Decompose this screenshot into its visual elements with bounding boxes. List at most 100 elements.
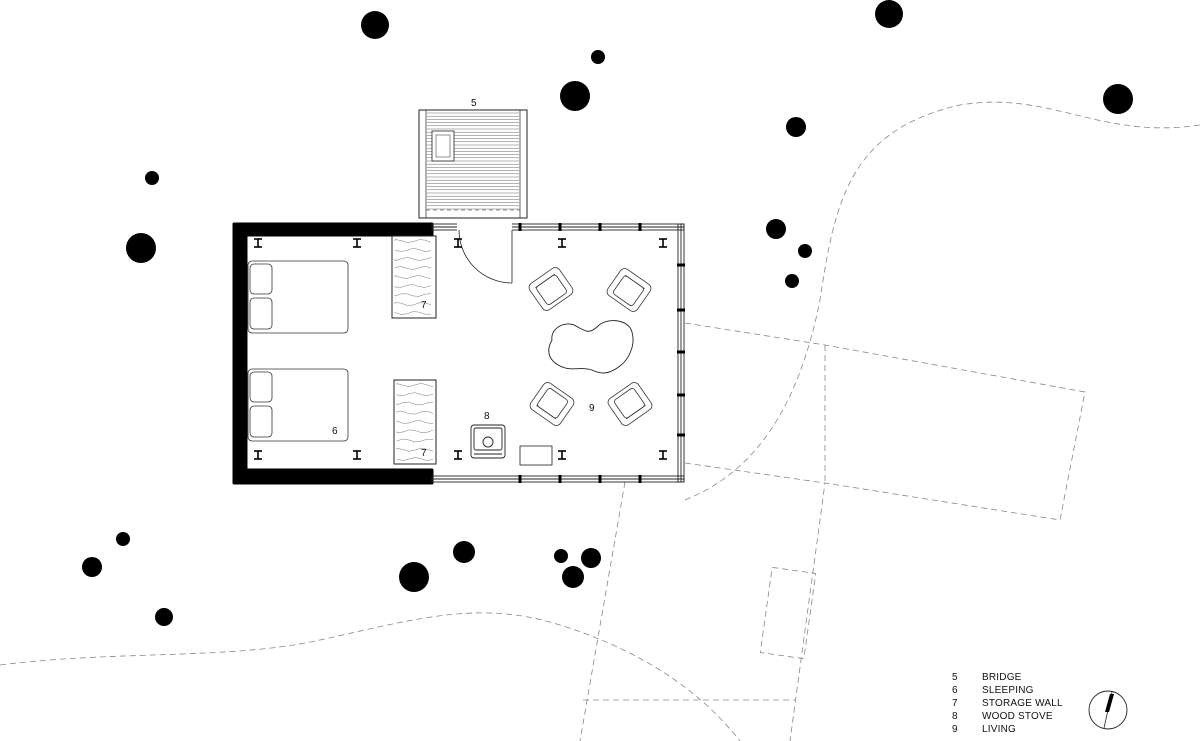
mullion xyxy=(598,475,602,483)
bed-icon xyxy=(247,368,349,442)
bridge xyxy=(418,109,528,219)
legend-label: BRIDGE xyxy=(982,672,1022,683)
tree-icon xyxy=(82,557,102,577)
column xyxy=(454,450,462,460)
tree-icon xyxy=(581,548,601,568)
column xyxy=(659,450,667,460)
wood-grain-line xyxy=(396,401,434,406)
legend-label: LIVING xyxy=(982,724,1016,735)
wood-grain-line xyxy=(396,392,434,397)
room-labels: 5 7 6 7 8 9 xyxy=(332,98,595,459)
tree-icon xyxy=(560,81,590,111)
label-living: 9 xyxy=(589,403,595,414)
column xyxy=(353,450,361,460)
mullion xyxy=(638,475,642,483)
bench-outline-dashed xyxy=(759,566,817,660)
wood-grain-line xyxy=(394,284,432,288)
tree-icon xyxy=(785,274,799,288)
organic-rug xyxy=(548,320,634,374)
mullion xyxy=(677,393,685,397)
legend-num: 7 xyxy=(952,698,958,709)
tree-icon xyxy=(562,566,584,588)
tree-icon xyxy=(126,233,156,263)
mullion xyxy=(677,350,685,354)
door-swing-icon xyxy=(458,229,513,284)
legend-label: SLEEPING xyxy=(982,685,1034,696)
wood-grain-line xyxy=(394,275,432,279)
column xyxy=(353,238,361,248)
mullion xyxy=(518,223,522,231)
bed-icon xyxy=(247,260,349,334)
mullion xyxy=(558,223,562,231)
label-sleeping: 6 xyxy=(332,426,338,437)
mullion xyxy=(518,475,522,483)
armchair-icon xyxy=(606,268,652,312)
legend-num: 8 xyxy=(952,711,958,722)
tree-icon xyxy=(145,171,159,185)
label-bridge: 5 xyxy=(471,98,477,109)
tree-icon xyxy=(399,562,429,592)
mullion xyxy=(677,308,685,312)
wood-grain-line xyxy=(396,420,434,424)
wood-grain-line xyxy=(396,383,434,387)
tree-icon xyxy=(155,608,173,626)
site-paths xyxy=(0,101,1200,741)
mullion xyxy=(638,223,642,231)
label-storage-wall-lower: 7 xyxy=(421,448,427,459)
column xyxy=(659,238,667,248)
column xyxy=(558,238,566,248)
tree-icon xyxy=(591,50,605,64)
armchair-icon xyxy=(529,382,575,426)
legend: 5 BRIDGE 6 SLEEPING 7 STORAGE WALL 8 WOO… xyxy=(952,672,1063,735)
wood-grain-line xyxy=(396,411,434,415)
legend-num: 9 xyxy=(952,724,958,735)
bridge-bench xyxy=(431,130,455,162)
tree-icon xyxy=(875,0,903,28)
cabin-walls xyxy=(232,222,685,485)
wood-grain-line xyxy=(394,257,432,261)
tree-icon xyxy=(116,532,130,546)
path-upper-dashed xyxy=(684,101,1200,501)
wood-grain-line xyxy=(394,293,432,297)
storage-walls xyxy=(391,235,437,465)
north-arrow-icon xyxy=(1088,690,1128,730)
terrace-outline-dashed xyxy=(579,322,1086,741)
column xyxy=(558,450,566,460)
label-wood-stove: 8 xyxy=(484,411,490,422)
legend-label: STORAGE WALL xyxy=(982,698,1063,709)
tree-icon xyxy=(766,219,786,239)
beds xyxy=(247,260,349,442)
trees xyxy=(82,0,1133,626)
legend-label: WOOD STOVE xyxy=(982,711,1053,722)
wood-grain-line xyxy=(394,248,432,252)
hearth-box xyxy=(519,445,553,466)
tree-icon xyxy=(361,11,389,39)
mullion xyxy=(677,433,685,437)
wood-grain-line xyxy=(394,302,432,306)
wood-grain-line xyxy=(396,429,434,433)
tree-icon xyxy=(554,549,568,563)
legend-num: 5 xyxy=(952,672,958,683)
path-lower-dashed xyxy=(0,612,741,741)
column xyxy=(254,450,262,460)
living-furniture xyxy=(519,267,653,466)
tree-icon xyxy=(786,117,806,137)
mullion xyxy=(558,475,562,483)
tree-icon xyxy=(453,541,475,563)
wood-stove-icon xyxy=(470,424,506,459)
columns xyxy=(254,238,667,460)
wood-grain-line xyxy=(394,266,432,270)
tree-icon xyxy=(1103,84,1133,114)
wood-grain-line xyxy=(396,457,434,461)
mullion xyxy=(677,263,685,267)
armchair-icon xyxy=(607,382,653,426)
legend-num: 6 xyxy=(952,685,958,696)
armchair-icon xyxy=(528,267,574,311)
column xyxy=(254,238,262,248)
wood-grain-line xyxy=(396,447,434,452)
wood-grain-line xyxy=(394,311,432,315)
wood-grain-line xyxy=(394,239,432,243)
label-storage-wall-upper: 7 xyxy=(421,300,427,311)
column xyxy=(454,238,462,248)
wood-grain-line xyxy=(396,438,434,443)
